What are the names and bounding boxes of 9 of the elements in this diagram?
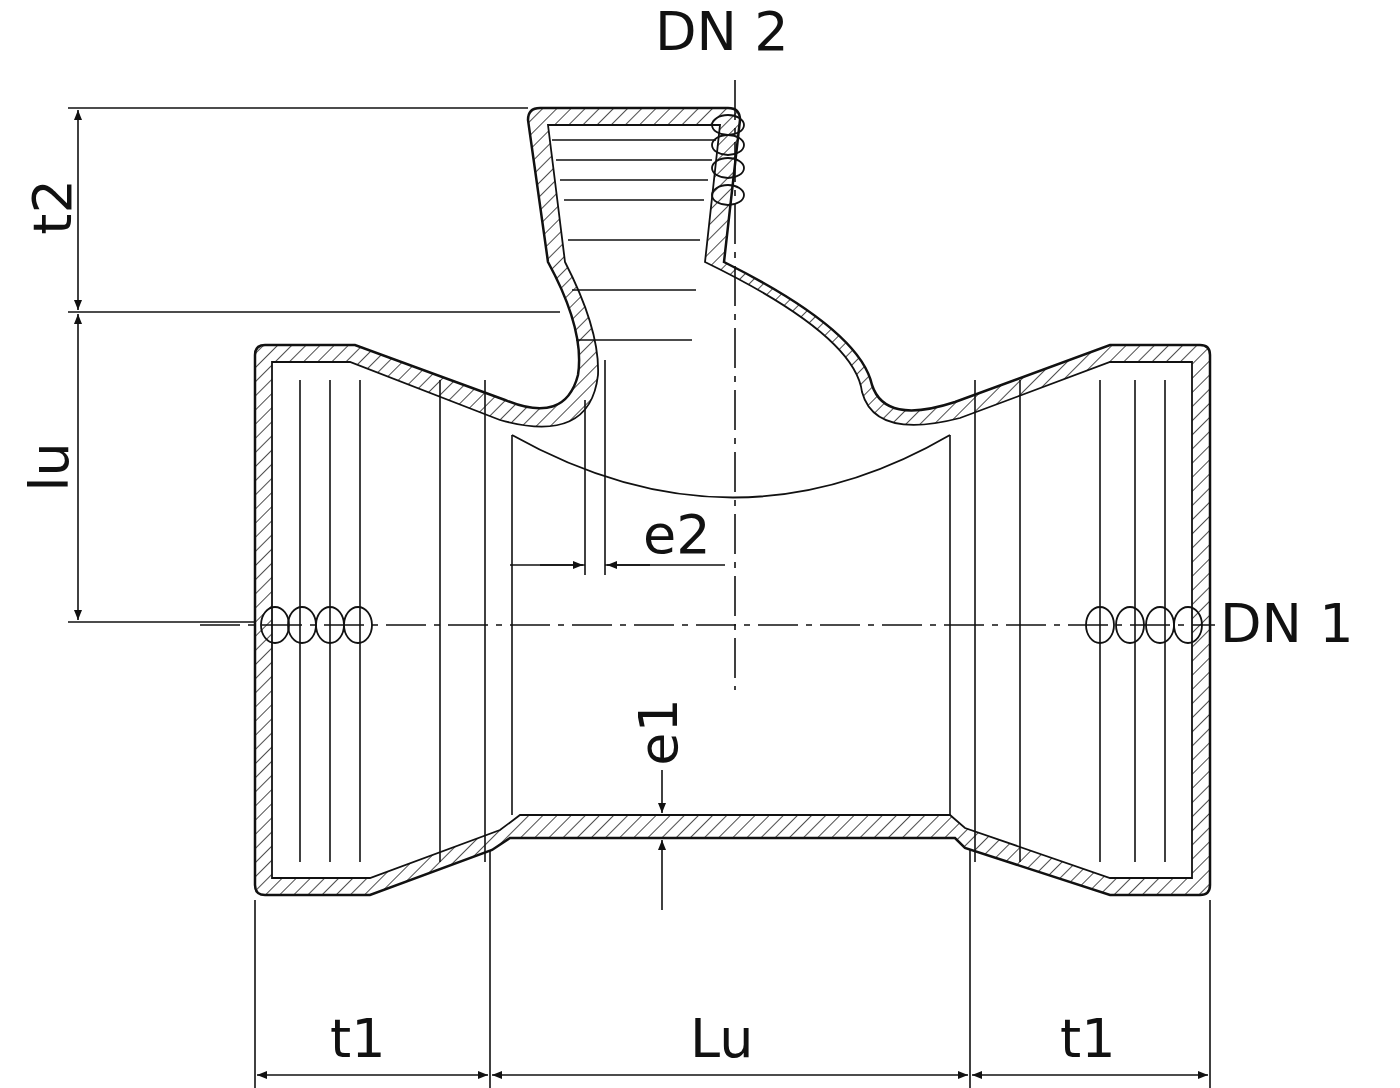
size-label: DN 2 — [655, 5, 789, 59]
dimension-label: t1 — [1060, 1012, 1116, 1066]
size-label: DN 1 — [1220, 597, 1354, 651]
dimension-label: Lu — [690, 1012, 754, 1066]
dimension-label: t1 — [330, 1012, 386, 1066]
dimension-label: e2 — [643, 508, 711, 562]
dimension-label: t2 — [25, 179, 80, 235]
dimension-label: e1 — [631, 698, 686, 766]
dimension-label: lu — [22, 442, 77, 492]
